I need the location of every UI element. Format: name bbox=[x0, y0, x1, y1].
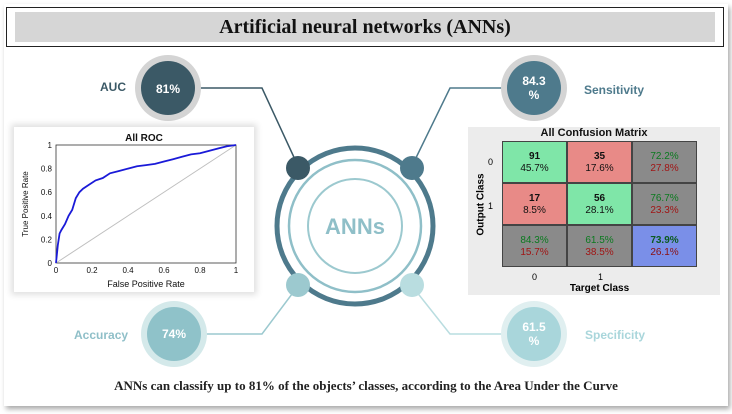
auc-label: AUC bbox=[100, 80, 126, 94]
cm-cell-top: 76.7% bbox=[650, 193, 679, 204]
connector-specificity bbox=[411, 285, 505, 335]
roc-ytick-label: 1 bbox=[48, 141, 53, 150]
roc-title: All ROC bbox=[125, 133, 163, 144]
cm-cell-top: 72.2% bbox=[650, 151, 679, 162]
cm-cell-top: 84.3% bbox=[520, 235, 549, 246]
cm-cell-top: 91 bbox=[528, 151, 541, 162]
roc-xtick-label: 0.4 bbox=[122, 266, 134, 275]
cm-row-tick-1: 1 bbox=[488, 201, 494, 211]
footer-caption: ANNs can classify up to 81% of the objec… bbox=[114, 378, 618, 393]
cm-xlabel: Target Class bbox=[569, 283, 630, 294]
cm-cell-top: 61.5% bbox=[585, 235, 614, 246]
cm-ylabel: Output Class bbox=[475, 173, 487, 236]
connector-sensitivity bbox=[411, 87, 505, 167]
cm-title: All Confusion Matrix bbox=[540, 127, 648, 139]
cm-cell-top: 35 bbox=[593, 151, 606, 162]
connector-accuracy bbox=[200, 285, 299, 335]
roc-ylabel: True Positive Rate bbox=[21, 171, 30, 237]
roc-ytick-label: 0.8 bbox=[41, 165, 53, 174]
auc-circle bbox=[141, 61, 195, 115]
cm-cell-bottom: 23.3% bbox=[650, 205, 679, 216]
cm-row-tick-0: 0 bbox=[488, 157, 494, 167]
node-accuracy-dot bbox=[286, 273, 310, 297]
roc-ytick-label: 0.4 bbox=[41, 212, 53, 221]
cm-cell-bottom: 17.6% bbox=[585, 163, 614, 174]
roc-xtick-label: 0.2 bbox=[86, 266, 98, 275]
center-outer-ring bbox=[274, 145, 436, 307]
accuracy-value: 74% bbox=[161, 327, 187, 341]
node-sensitivity-dot bbox=[400, 156, 424, 180]
specificity-value-line2: % bbox=[528, 334, 540, 348]
cm-cell-top: 17 bbox=[528, 193, 541, 204]
roc-ytick-label: 0.2 bbox=[41, 235, 53, 244]
cm-cell: 61.5%38.5% bbox=[567, 225, 632, 267]
roc-xtick-label: 0.6 bbox=[158, 266, 170, 275]
title-box: Artificial neural networks (ANNs) bbox=[15, 12, 715, 42]
cm-cell-bottom: 38.5% bbox=[585, 247, 614, 258]
sensitivity-label: Sensitivity bbox=[584, 83, 645, 97]
page-title: Artificial neural networks (ANNs) bbox=[219, 15, 511, 38]
cm-cell-top: 56 bbox=[593, 193, 606, 204]
confusion-matrix: All Confusion Matrix Output Class 0 1 91… bbox=[468, 127, 720, 295]
cm-cell: 84.3%15.7% bbox=[502, 225, 567, 267]
roc-xlabel: False Positive Rate bbox=[107, 279, 185, 289]
sensitivity-value-line2: % bbox=[528, 88, 540, 102]
accuracy-label: Accuracy bbox=[74, 328, 129, 342]
title-bar: Artificial neural networks (ANNs) bbox=[6, 7, 724, 47]
roc-curve-line bbox=[55, 144, 237, 264]
node-specificity-dot bbox=[400, 273, 424, 297]
specificity-circle bbox=[507, 307, 561, 361]
roc-xtick-label: 1 bbox=[234, 266, 239, 275]
roc-ytick-label: 0.6 bbox=[41, 188, 53, 197]
roc-xtick-label: 0 bbox=[54, 266, 59, 275]
center-middle-ring bbox=[287, 158, 423, 294]
specificity-value: 61.5 % bbox=[510, 320, 558, 348]
cm-col-tick-0: 0 bbox=[532, 272, 538, 282]
cm-cell-top: 73.9% bbox=[650, 235, 679, 246]
node-auc-dot bbox=[286, 156, 310, 180]
center-inner-ring bbox=[307, 178, 403, 274]
specificity-label: Specificity bbox=[585, 328, 646, 342]
cm-cell-bottom: 26.1% bbox=[650, 247, 679, 258]
auc-value: 81% bbox=[155, 82, 181, 96]
cm-cell: 72.2%27.8% bbox=[632, 141, 697, 183]
roc-chart: All ROC 0 0.2 0.4 0.6 0.8 1 0 0.2 0.4 0.6 0.8 1 Fal… bbox=[14, 127, 254, 292]
center-label: ANNs bbox=[325, 214, 385, 239]
sensitivity-value: 84.3 % bbox=[510, 74, 558, 102]
cm-cell: 73.9%26.1% bbox=[632, 225, 697, 267]
cm-cell-bottom: 15.7% bbox=[520, 247, 549, 258]
cm-cell-bottom: 45.7% bbox=[520, 163, 549, 174]
cm-cell-bottom: 27.8% bbox=[650, 163, 679, 174]
connector-auc bbox=[200, 87, 299, 167]
roc-ticks: 0 0.2 0.4 0.6 0.8 1 0 0.2 0.4 0.6 0.8 1 bbox=[41, 141, 239, 275]
sensitivity-value-line1: 84.3 bbox=[522, 74, 546, 88]
sensitivity-circle bbox=[507, 61, 561, 115]
roc-diagonal-line bbox=[55, 144, 237, 264]
cm-cell: 76.7%23.3% bbox=[632, 183, 697, 225]
specificity-value-line1: 61.5 bbox=[522, 320, 546, 334]
cm-col-tick-1: 1 bbox=[598, 272, 604, 282]
cm-cell-bottom: 8.5% bbox=[523, 205, 546, 216]
roc-xtick-label: 0.8 bbox=[194, 266, 206, 275]
roc-ytick-label: 0 bbox=[48, 259, 53, 268]
cm-cell-bottom: 28.1% bbox=[585, 205, 614, 216]
accuracy-circle bbox=[147, 307, 201, 361]
